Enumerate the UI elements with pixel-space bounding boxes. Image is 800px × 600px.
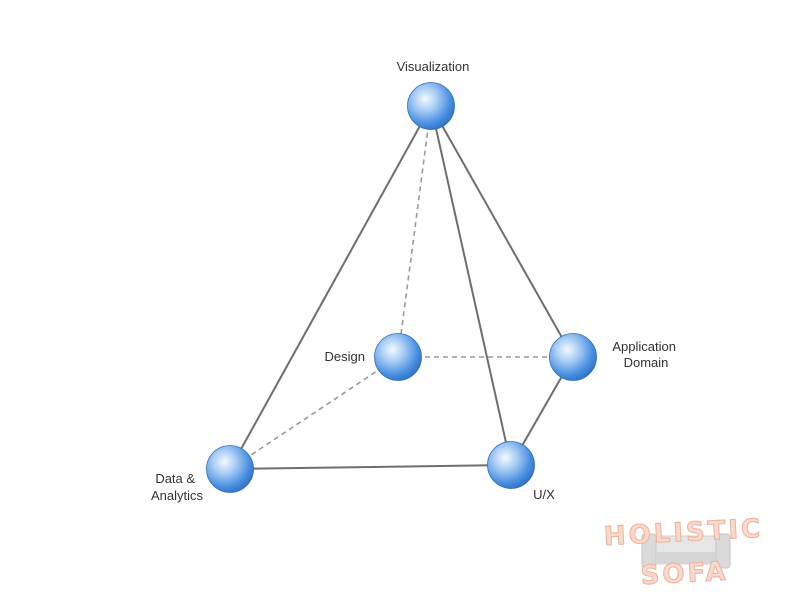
nodes [206,82,597,493]
edge-visualization-application [430,105,574,358]
label-data-analytics: Data & Analytics [151,471,204,503]
edge-visualization-design [397,105,432,358]
edge-visualization-data [229,105,432,470]
edge-design-data [229,356,399,470]
logo-line1: HOLISTIC [603,514,764,552]
label-application-line2: Domain [624,355,669,370]
visible-edges [229,105,574,470]
node-labels: Visualization Design Application Domain … [151,59,679,503]
logo-line2: SOFA [640,557,729,592]
label-ux: U/X [533,487,555,502]
edge-data-ux [229,464,512,470]
label-data-line1: Data & [155,471,195,486]
node-data-analytics [206,445,254,493]
sofa-icon [641,533,731,569]
label-application-domain: Application Domain [612,339,679,370]
node-visualization [407,82,455,130]
holistic-sofa-logo: HOLISTIC SOFA [603,513,765,592]
node-design [374,333,422,381]
label-application-line1: Application [612,339,676,354]
hidden-edges [229,105,573,470]
label-design: Design [325,349,365,364]
label-visualization: Visualization [397,59,470,74]
node-application-domain [549,333,597,381]
label-data-line2: Analytics [151,488,204,503]
node-ux [487,441,535,489]
edge-visualization-ux [430,105,512,466]
